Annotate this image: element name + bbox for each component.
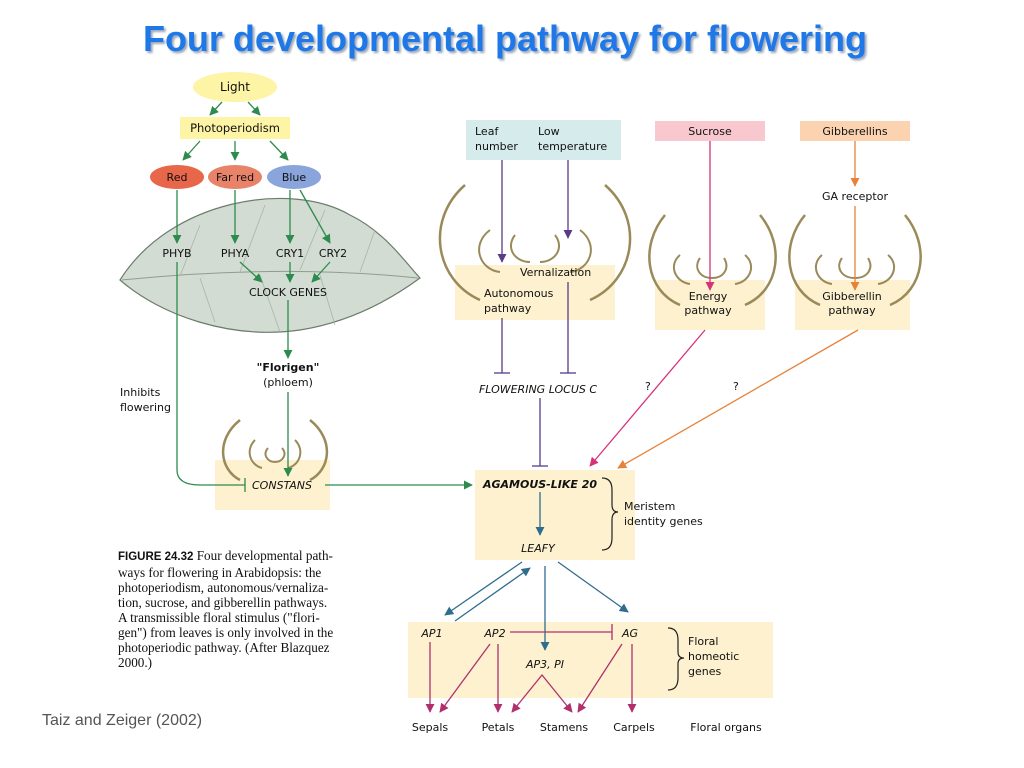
low-temp-label-1: Low: [538, 125, 560, 138]
clock-genes-label: CLOCK GENES: [249, 286, 327, 299]
red-label: Red: [167, 171, 188, 184]
meristem-label-2: identity genes: [624, 515, 703, 528]
leaf-number-label-2: number: [475, 140, 518, 153]
leafy-label: LEAFY: [521, 542, 556, 555]
question-mark-2: ?: [733, 380, 739, 393]
gibberellins-box: [800, 121, 910, 141]
ap2-label: AP2: [483, 627, 505, 640]
caption-line-6: gen") from leaves is only involved in th…: [118, 625, 334, 640]
gibberellin-pathway-label-1: Gibberellin: [822, 290, 882, 303]
cry1-label: CRY1: [276, 247, 304, 260]
caption-line-2: ways for flowering in Arabidopsis: the: [118, 565, 322, 580]
question-mark-1: ?: [645, 380, 651, 393]
sucrose-label: Sucrose: [688, 125, 732, 138]
slide-title: Four developmental pathway for flowering: [142, 18, 868, 59]
far-red-node: [208, 165, 262, 189]
floral-organ-arrows: [425, 624, 637, 713]
sucrose-box: [655, 121, 765, 141]
floral-label-1: Floral: [688, 635, 718, 648]
caption-line-4: tion, sucrose, and gibberellin pathways.: [118, 595, 328, 610]
flc-label: FLOWERING LOCUS C: [479, 383, 597, 396]
floral-label-2: homeotic: [688, 650, 739, 663]
caption-line-8: 2000.): [118, 655, 153, 670]
caption-line-7: photoperiodic pathway. (After Blazquez: [118, 640, 330, 655]
gibberellin-pathway-label-2: pathway: [828, 304, 876, 317]
meristem-arrows: [444, 492, 629, 651]
ag-label: AG: [621, 627, 638, 640]
inhibits-label: Inhibits: [120, 386, 161, 399]
flowering-label: flowering: [120, 401, 171, 414]
red-node: [150, 165, 204, 189]
gibberellins-label: Gibberellins: [822, 125, 888, 138]
sepals-label: Sepals: [412, 721, 449, 734]
caption-line-3: photoperiodism, autonomous/vernaliza-: [118, 580, 329, 595]
floral-homeotic-box: [408, 622, 773, 698]
ga-receptor-label: GA receptor: [822, 190, 888, 203]
autonomous-inhibition-lines: [494, 160, 576, 467]
low-temp-label-2: temperature: [538, 140, 607, 153]
meristem-label-1: Meristem: [624, 500, 675, 513]
floral-label-3: genes: [688, 665, 721, 678]
figure-caption: FIGURE 24.32 Four developmental path- wa…: [118, 548, 388, 670]
photoperiodism-box: [180, 117, 290, 139]
stamens-label: Stamens: [540, 721, 588, 734]
leaf-lowtemp-box: [466, 120, 621, 160]
caption-line-1: Four developmental path-: [196, 548, 333, 563]
far-red-label: Far red: [216, 171, 254, 184]
meristem-autonomous: [438, 184, 632, 320]
gibberellin-arrows: [617, 141, 860, 469]
photoperiod-arrows: [172, 101, 473, 492]
caption-line-5: A transmissible floral stimulus ("flori-: [118, 610, 320, 625]
carpels-label: Carpels: [613, 721, 655, 734]
phya-label: PHYA: [221, 247, 250, 260]
light-label: Light: [220, 80, 250, 94]
figure-number: FIGURE 24.32: [118, 551, 194, 563]
cry2-label: CRY2: [319, 247, 347, 260]
photoperiodism-label: Photoperiodism: [190, 121, 280, 135]
blue-label: Blue: [282, 171, 307, 184]
leaf-illustration: [119, 197, 421, 333]
source-credit: Taiz and Zeiger (2002): [42, 712, 203, 729]
agl20-label: AGAMOUS-LIKE 20: [482, 478, 597, 491]
floral-organs-label: Floral organs: [690, 721, 762, 734]
vernalization-label: Vernalization: [520, 266, 591, 279]
energy-label-2: pathway: [684, 304, 732, 317]
sucrose-arrows: [589, 141, 715, 467]
light-node: [193, 72, 277, 102]
meristem-brace: [601, 477, 619, 551]
florigen-label: "Florigen": [257, 361, 320, 374]
ap1-label: AP1: [420, 627, 442, 640]
blue-node: [267, 165, 321, 189]
autonomous-label-2: pathway: [484, 302, 532, 315]
petals-label: Petals: [482, 721, 515, 734]
constans-label: CONSTANS: [252, 479, 312, 492]
meristem-constans: [215, 419, 330, 510]
phloem-label: (phloem): [263, 376, 313, 389]
ap3pi-label: AP3, PI: [525, 658, 564, 671]
phyb-label: PHYB: [162, 247, 191, 260]
energy-label-1: Energy: [689, 290, 728, 303]
floral-brace: [667, 627, 685, 691]
meristem-identity-box: [475, 470, 635, 560]
leaf-number-label-1: Leaf: [475, 125, 499, 138]
autonomous-label-1: Autonomous: [484, 287, 554, 300]
